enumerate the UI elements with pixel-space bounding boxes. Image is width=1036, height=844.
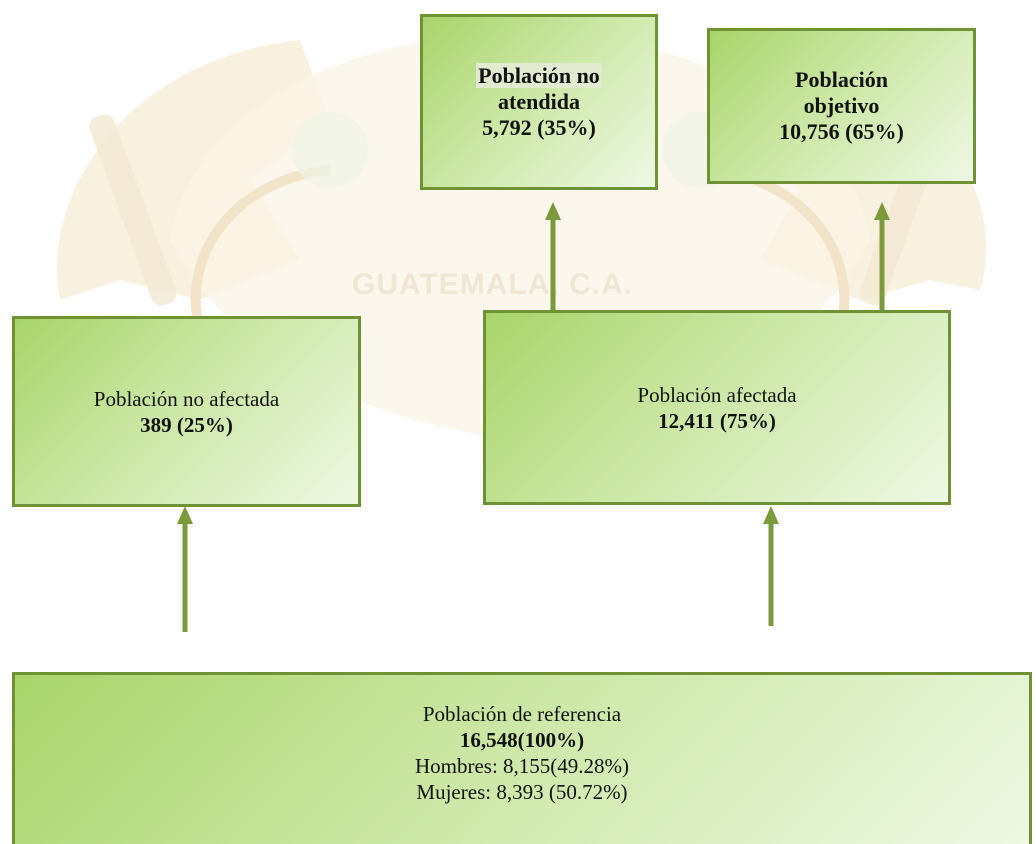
reference-population-title: Población de referencia: [422, 702, 622, 726]
reference-population-women: Mujeres: 8,393 (50.72%): [416, 780, 628, 804]
target-population-value: 10,756 (65%): [779, 119, 904, 144]
target-population-title-line2: objetivo: [803, 93, 880, 118]
population-not-attended-title-line1: Población no: [476, 63, 602, 88]
watermark-text: GUATEMALA, C.A.: [352, 268, 634, 301]
unaffected-population-box: Población no afectada 389 (25%): [12, 316, 361, 507]
reference-population-value: 16,548(100%): [459, 728, 585, 752]
target-population-box: Población objetivo 10,756 (65%): [707, 28, 976, 184]
affected-population-box: Población afectada 12,411 (75%): [483, 310, 951, 505]
population-not-attended-title-line2: atendida: [498, 89, 580, 114]
population-not-attended-value: 5,792 (35%): [482, 115, 596, 140]
affected-population-title: Población afectada: [637, 382, 797, 407]
reference-population-box: Población de referencia 16,548(100%) Hom…: [12, 672, 1032, 844]
affected-population-value: 12,411 (75%): [658, 408, 776, 433]
target-population-title-line1: Población: [795, 67, 888, 92]
unaffected-population-title: Población no afectada: [93, 386, 280, 411]
unaffected-population-value: 389 (25%): [140, 412, 233, 437]
population-not-attended-box: Población no atendida 5,792 (35%): [420, 14, 658, 190]
reference-population-men: Hombres: 8,155(49.28%): [414, 754, 630, 778]
